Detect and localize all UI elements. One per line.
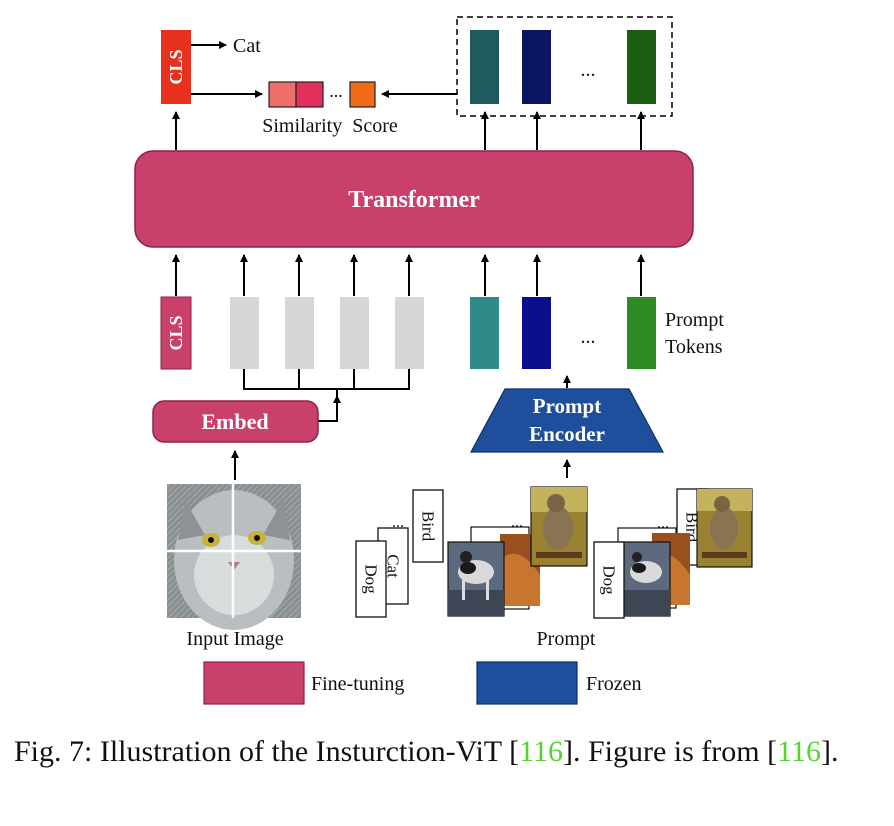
prompt-tokens-label-line1: Prompt [665, 309, 724, 331]
legend-finetuning-swatch [203, 661, 305, 705]
prompt-label: Prompt [537, 628, 596, 650]
input-image-label: Input Image [186, 628, 283, 650]
patch-token-1 [230, 297, 259, 369]
patch-token-2 [285, 297, 314, 369]
embed-block [152, 400, 319, 443]
card-cat-label: Cat [384, 554, 403, 578]
cls-input-token [160, 296, 192, 370]
cat-prediction-label: Cat [233, 35, 261, 57]
input-image-cat [167, 484, 301, 630]
image-card-ellipsis: ... [511, 514, 523, 531]
similarity-score-box-2 [295, 81, 324, 108]
patch-token-4 [395, 297, 424, 369]
card-ellipsis: ... [392, 514, 404, 531]
transformer-label: Transformer [348, 187, 480, 213]
caption-ref-2[interactable]: 116 [777, 735, 821, 768]
card-dog-2-label: Dog [600, 565, 619, 595]
prompt-token-3 [627, 297, 656, 369]
cls-output-label: CLS [166, 49, 186, 84]
prompt-token-2 [522, 297, 551, 369]
caption-middle: ]. Figure is from [ [562, 735, 778, 768]
figure-caption: Fig. 7: Illustration of the Insturction-… [14, 732, 884, 772]
image-prompt-cards: ... [447, 486, 588, 617]
similarity-score-label: Similarity Score [262, 115, 398, 137]
similarity-score-box-1 [268, 81, 297, 108]
card-bird-label: Bird [419, 511, 438, 542]
card-dog-label: Dog [362, 564, 381, 594]
text-prompt-cards: Bird ... Cat Dog [355, 489, 444, 618]
output-prompt-token-2 [522, 30, 551, 104]
embed-label: Embed [201, 409, 268, 434]
prompt-encoder-label-line1: Prompt [533, 394, 601, 418]
output-prompt-ellipsis: ... [581, 59, 596, 81]
caption-suffix: ]. [821, 735, 839, 768]
patch-token-3 [340, 297, 369, 369]
prompt-token-1 [470, 297, 499, 369]
prompt-tokens-label-line2: Tokens [665, 336, 723, 358]
output-prompt-token-1 [470, 30, 499, 104]
cls-output-token [161, 30, 191, 104]
caption-prefix: Fig. 7: Illustration of the Insturction-… [14, 735, 520, 768]
similarity-score-box-3 [349, 81, 376, 108]
output-prompt-token-3 [627, 30, 656, 104]
similarity-ellipsis: ... [329, 81, 343, 101]
legend-frozen-label: Frozen [586, 673, 642, 695]
transformer-block [134, 150, 694, 248]
prompt-encoder-label-line2: Encoder [529, 422, 605, 446]
caption-ref-1[interactable]: 116 [519, 735, 563, 768]
legend-frozen-swatch [476, 661, 578, 705]
output-prompt-tokens-box [456, 16, 673, 117]
prompt-encoder-block [469, 388, 665, 453]
legend-finetuning-label: Fine-tuning [311, 673, 404, 695]
cls-input-label: CLS [166, 315, 186, 350]
mixed-prompt-cards: Bird ... Dog [593, 488, 753, 619]
prompt-token-ellipsis: ... [581, 326, 596, 348]
